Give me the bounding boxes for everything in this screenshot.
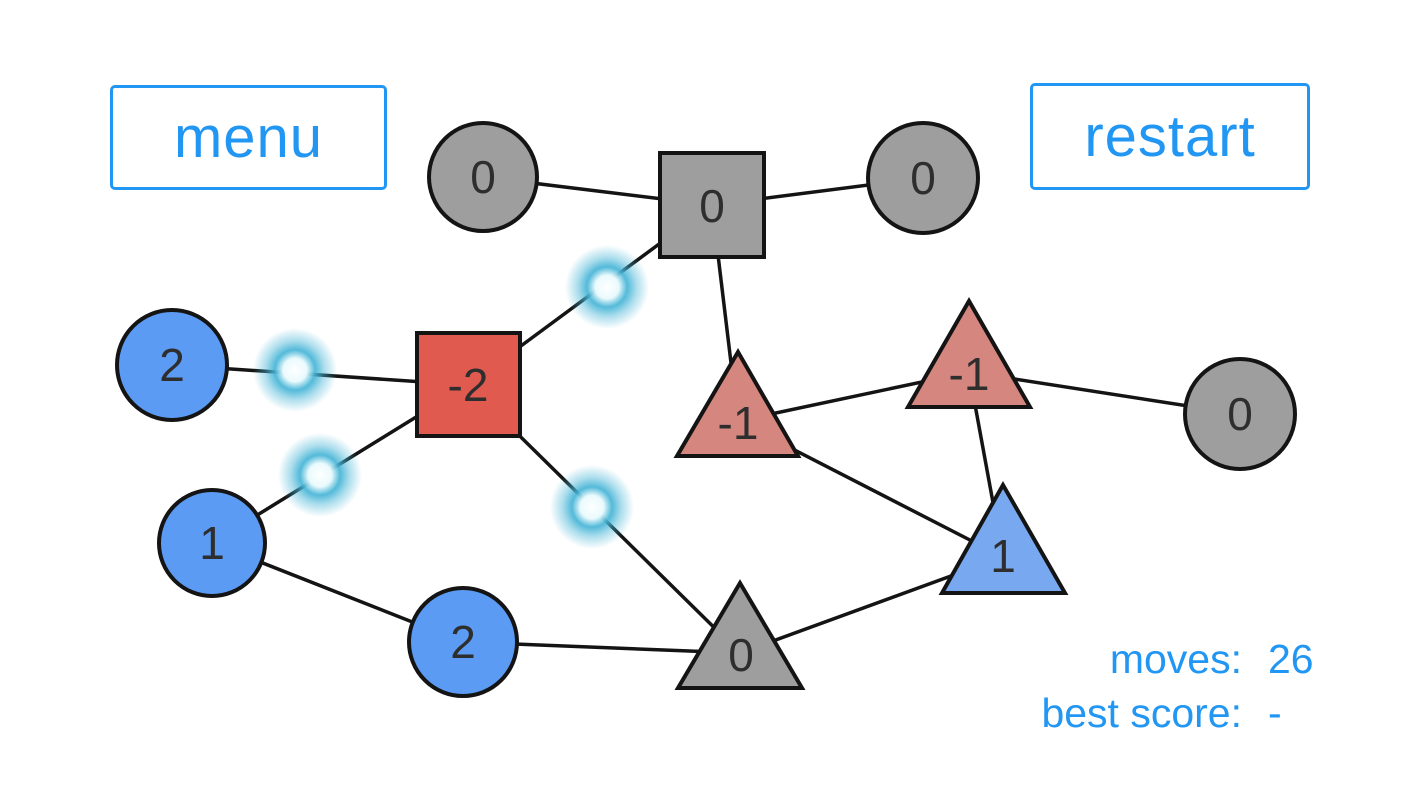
node-red-triangle-right[interactable]: -1 [904,296,1034,409]
menu-button[interactable]: menu [110,85,387,190]
node-gray-circle-top-right[interactable]: 0 [866,121,980,235]
node-circle [1183,357,1297,471]
node-blue-circle-left[interactable]: 2 [115,308,229,422]
node-triangle [674,579,806,690]
node-circle [866,121,980,235]
edge-glow-dot [278,433,362,517]
best-score-value: - [1268,690,1282,736]
node-value: 2 [159,339,185,391]
node-value: 0 [728,629,754,681]
node-circle [115,308,229,422]
node-square [658,151,766,259]
node-gray-circle-right[interactable]: 0 [1183,357,1297,471]
best-score-row: best score: - [1041,690,1324,744]
score-panel: moves: 26 best score: - [1041,636,1324,744]
node-red-square-center[interactable]: -2 [415,331,522,438]
restart-button[interactable]: restart [1030,83,1310,190]
moves-label: moves: [1109,636,1242,682]
node-square [415,331,522,438]
restart-button-label: restart [1084,104,1256,169]
node-gray-triangle-bottom[interactable]: 0 [674,579,806,690]
best-score-label: best score: [1041,690,1242,736]
node-value: -2 [448,359,489,411]
node-triangle [904,296,1034,409]
edge-glow-dots [253,245,649,549]
node-value: -1 [949,348,990,400]
moves-row: moves: 26 [1041,636,1324,690]
node-value: 1 [990,530,1016,582]
graph-nodes: 0 0 0 2 -2 -1 [115,121,1297,698]
edge-glow-dot [565,245,649,329]
node-circle [157,488,267,598]
node-value: 0 [910,152,936,204]
node-gray-circle-top-left[interactable]: 0 [427,121,539,233]
node-value: 0 [699,180,725,232]
node-blue-triangle-right[interactable]: 1 [938,480,1069,595]
node-triangle [673,348,802,458]
node-value: 0 [470,151,496,203]
menu-button-label: menu [173,105,324,170]
node-value: 1 [199,517,225,569]
node-circle [407,586,519,698]
moves-value: 26 [1268,636,1314,682]
node-value: -1 [718,397,759,449]
edge-glow-dot [550,465,634,549]
node-value: 0 [1227,388,1253,440]
node-red-triangle-left[interactable]: -1 [673,348,802,458]
node-gray-square-top[interactable]: 0 [658,151,766,259]
node-blue-circle-bottom[interactable]: 2 [407,586,519,698]
node-triangle [938,480,1069,595]
node-blue-circle-mid-left[interactable]: 1 [157,488,267,598]
node-circle [427,121,539,233]
node-value: 2 [450,616,476,668]
edge-glow-dot [253,328,337,412]
